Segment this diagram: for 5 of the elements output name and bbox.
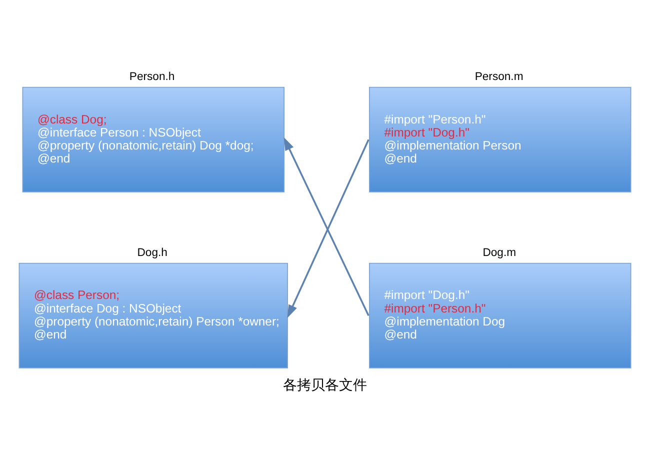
node-label: Person.h (129, 70, 175, 82)
node-label: Dog.m (482, 246, 516, 258)
node-label: Dog.h (137, 246, 168, 258)
node-label: Person.m (474, 70, 524, 82)
caption: 各拷贝各文件 (283, 376, 367, 392)
